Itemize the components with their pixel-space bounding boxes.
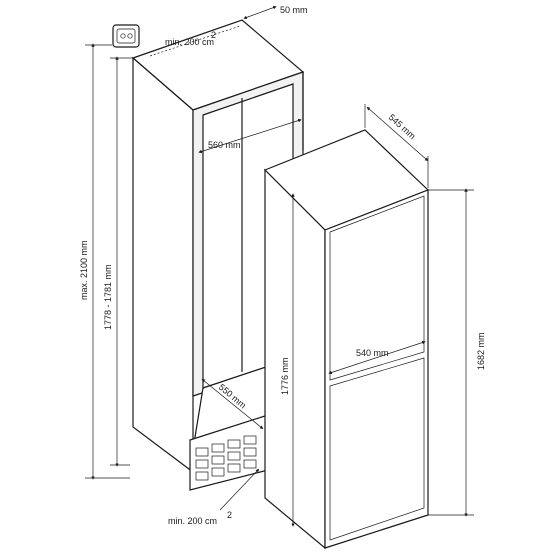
- refrigerator-appliance: [263, 129, 430, 550]
- dim-depth-gap: 50 mm: [243, 5, 308, 20]
- dim-bottom-vent: min. 200 cm 2: [168, 468, 260, 526]
- appliance-height-label: 1776 mm: [280, 357, 290, 395]
- dim-appliance-height: 1776 mm: [280, 193, 295, 527]
- dim-max-height: max. 2100 mm: [79, 43, 130, 480]
- dim-top-vent: min. 200 cm 2: [149, 25, 241, 57]
- appliance-width-label: 540 mm: [356, 348, 389, 358]
- bottom-vent-superscript: 2: [227, 510, 232, 520]
- dim-appliance-width: 540 mm: [328, 340, 426, 375]
- depth-gap-label: 50 mm: [280, 5, 308, 15]
- bottom-vent-grille: [195, 435, 257, 481]
- appliance-depth-label: 545 mm: [387, 112, 418, 141]
- max-height-label: max. 2100 mm: [79, 240, 89, 300]
- door-height-label: 1682 mm: [476, 332, 486, 370]
- dim-inner-width: 560 mm: [198, 118, 302, 154]
- niche-height-label: 1778 - 1781 mm: [103, 264, 113, 330]
- dim-door-height: 1682 mm: [428, 188, 486, 517]
- dim-niche-height: 1778 - 1781 mm: [103, 56, 133, 467]
- top-vent-superscript: 2: [211, 30, 216, 40]
- power-socket-icon: [112, 24, 140, 48]
- bottom-vent-label: min. 200 cm: [168, 516, 217, 526]
- inner-width-label: 560 mm: [208, 140, 241, 150]
- top-vent-label: min. 200 cm: [165, 37, 214, 47]
